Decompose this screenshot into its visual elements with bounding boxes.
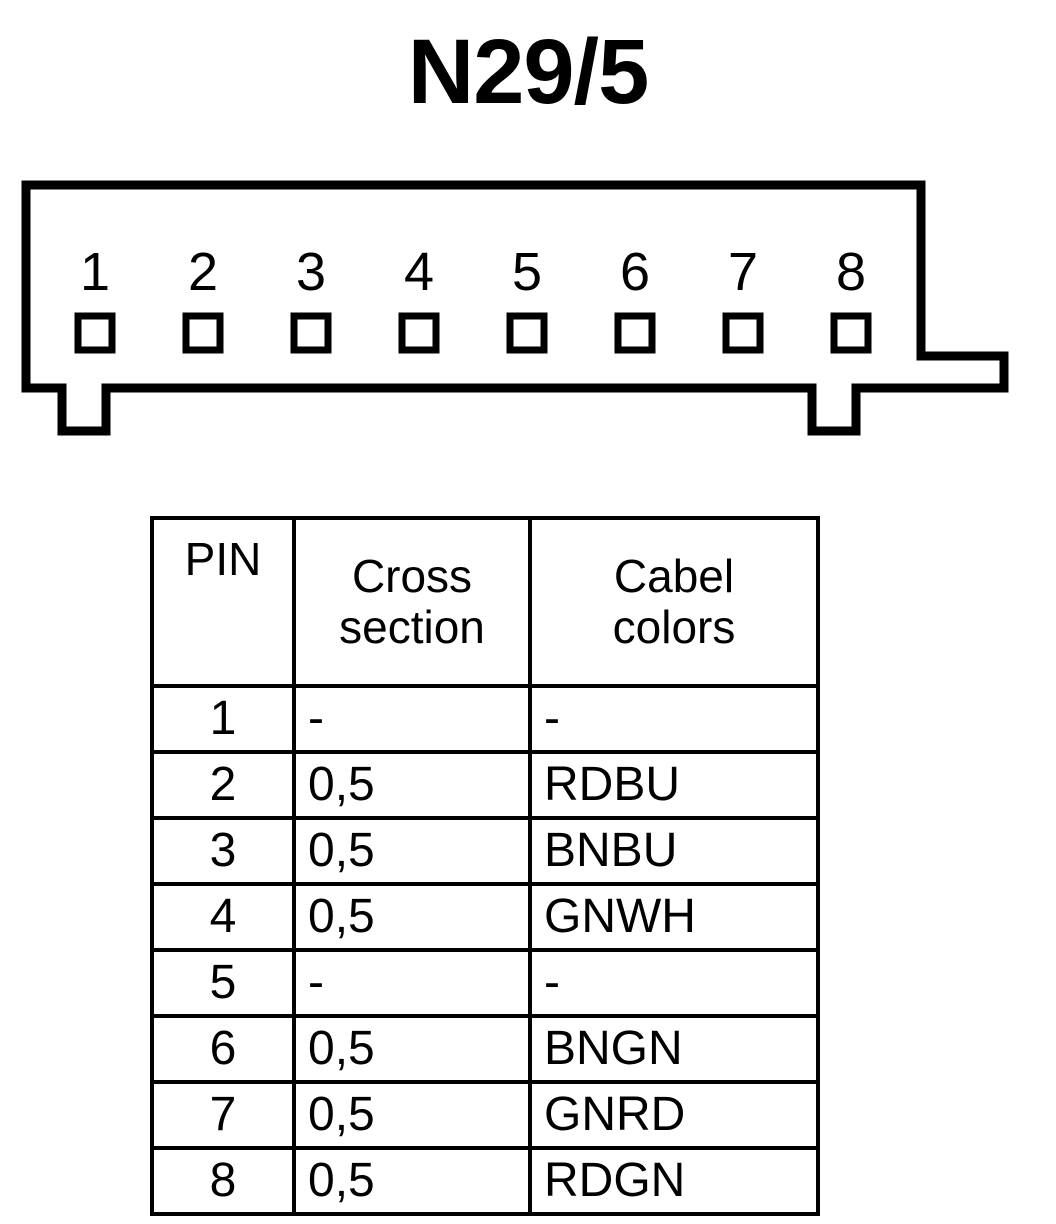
table-row: 8 0,5 RDGN [150, 1146, 820, 1216]
column-header-pin: PIN [150, 516, 296, 688]
cell-cable-colors: BNBU [528, 816, 820, 886]
table-row: 7 0,5 GNRD [150, 1080, 820, 1150]
pin-label-4: 4 [404, 242, 434, 302]
cell-cross-section: 0,5 [292, 816, 532, 886]
cell-cable-colors: - [528, 684, 820, 754]
column-header-cable-colors: Cabel colors [528, 516, 820, 688]
table-row: 1 - - [150, 684, 820, 754]
cell-pin: 3 [150, 816, 296, 886]
cell-cross-section: 0,5 [292, 882, 532, 952]
cell-cross-section: - [292, 684, 532, 754]
table-row: 4 0,5 GNWH [150, 882, 820, 952]
column-header-cross-section-line1: Cross [351, 550, 473, 603]
pin-cavity-5 [506, 312, 548, 354]
cell-pin: 7 [150, 1080, 296, 1150]
page-title: N29/5 [407, 21, 650, 123]
cell-cable-colors: RDBU [528, 750, 820, 820]
cell-cross-section: - [292, 948, 532, 1018]
column-header-cross-section: Cross section [292, 516, 532, 688]
cell-cable-colors: GNWH [528, 882, 820, 952]
cell-pin: 8 [150, 1146, 296, 1216]
table-header-row: PIN Cross section Cabel colors [150, 516, 820, 688]
pin-cavity-3 [290, 312, 332, 354]
pin-cavity-7 [722, 312, 764, 354]
pin-label-2: 2 [188, 242, 218, 302]
cell-cross-section: 0,5 [292, 1146, 532, 1216]
column-header-cross-section-line2: section [339, 601, 485, 653]
cell-pin: 5 [150, 948, 296, 1018]
cell-cable-colors: - [528, 948, 820, 1018]
cell-cable-colors: RDGN [528, 1146, 820, 1216]
table-row: 3 0,5 BNBU [150, 816, 820, 886]
column-header-pin-label: PIN [184, 533, 262, 585]
pin-cavity-1 [74, 312, 116, 354]
pinout-table: PIN Cross section Cabel colors 1 - - 2 0… [150, 516, 820, 1216]
table-body: 1 - - 2 0,5 RDBU 3 0,5 BNBU 4 0,5 GNWH 5… [150, 684, 820, 1216]
connector-housing-path [21, 180, 1009, 436]
column-header-cable-colors-line1: Cabel [613, 550, 735, 603]
pin-label-8: 8 [836, 242, 866, 302]
pin-cavity-6 [614, 312, 656, 354]
cell-cross-section: 0,5 [292, 750, 532, 820]
pin-label-5: 5 [512, 242, 542, 302]
cell-cable-colors: GNRD [528, 1080, 820, 1150]
table-header: PIN Cross section Cabel colors [150, 516, 820, 688]
pin-cavity-2 [182, 312, 224, 354]
pin-label-1: 1 [80, 242, 110, 302]
cell-cable-colors: BNGN [528, 1014, 820, 1084]
connector-diagram: 1 2 3 4 5 6 7 8 [0, 168, 1056, 458]
connector-outline-svg: 1 2 3 4 5 6 7 8 [21, 180, 1009, 436]
pin-label-3: 3 [296, 242, 326, 302]
table-row: 5 - - [150, 948, 820, 1018]
column-header-cable-colors-line2: colors [612, 601, 736, 653]
cell-pin: 6 [150, 1014, 296, 1084]
pin-label-7: 7 [728, 242, 758, 302]
pin-cavity-8 [830, 312, 872, 354]
cell-pin: 2 [150, 750, 296, 820]
cell-pin: 4 [150, 882, 296, 952]
table-row: 2 0,5 RDBU [150, 750, 820, 820]
cell-pin: 1 [150, 684, 296, 754]
pin-cavity-4 [398, 312, 440, 354]
table-row: 6 0,5 BNGN [150, 1014, 820, 1084]
cell-cross-section: 0,5 [292, 1080, 532, 1150]
cell-cross-section: 0,5 [292, 1014, 532, 1084]
pin-label-6: 6 [620, 242, 650, 302]
